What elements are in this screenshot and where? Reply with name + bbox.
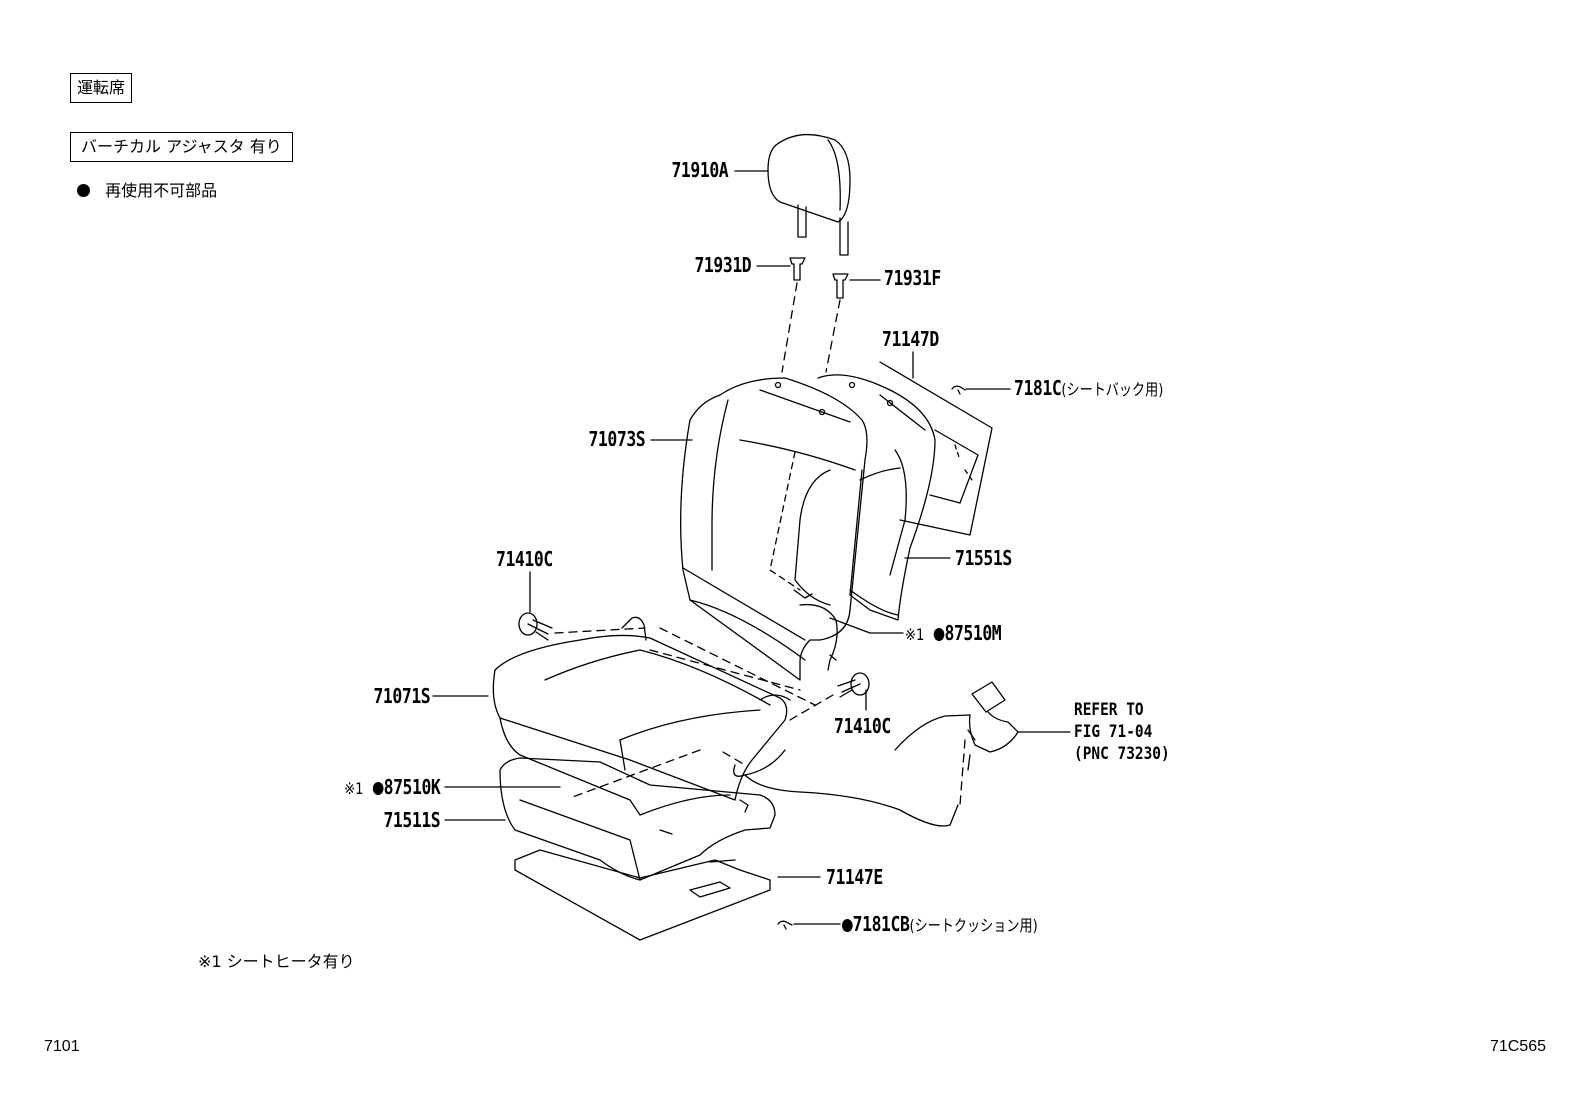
part-71073S-label: 71073S [588, 427, 645, 451]
seatback-cover-drawing [680, 377, 868, 681]
part-7181C-label: 7181C [1014, 376, 1062, 400]
part-87510K-label: 87510K [383, 775, 440, 799]
footer-right-code: 71C565 [1490, 1038, 1546, 1056]
part-71071S-label: 71071S [373, 684, 430, 708]
seatback-heater-drawing [769, 361, 993, 591]
part-71147D[interactable]: 71147D [882, 327, 939, 351]
footnote-text: ※1 シートヒータ有り [198, 952, 355, 971]
part-71931D-label: 71931D [694, 253, 751, 277]
condition-text: バーチカル アジャスタ 有り [81, 137, 282, 156]
non-reusable-dot-icon [842, 919, 853, 932]
seatback-pad-drawing [794, 374, 936, 621]
part-71073S[interactable]: 71073S [588, 427, 645, 451]
hog-ring-7181C-icon [951, 385, 966, 395]
cushion-cover-drawing [492, 616, 791, 816]
part-7181CB[interactable]: 7181CB(シートクッション用) [842, 912, 1038, 936]
bolt-71410C-left-drawing [518, 612, 553, 641]
non-reusable-text: 再使用不可部品 [105, 181, 218, 200]
part-7181C-note: (シートバック用) [1061, 380, 1164, 399]
non-reusable-dot-icon [77, 184, 90, 197]
reference-note[interactable]: REFER TO FIG 71-04 (PNC 73230) [1074, 699, 1170, 765]
part-7181C[interactable]: 7181C(シートバック用) [1014, 376, 1163, 400]
seat-belt-buckle-drawing [894, 681, 1019, 771]
part-71931D[interactable]: 71931D [694, 253, 751, 277]
part-71511S-label: 71511S [383, 808, 440, 832]
support-71931D-drawing [789, 257, 806, 281]
cushion-pad-drawing [499, 757, 776, 881]
part-71511S[interactable]: 71511S [383, 808, 440, 832]
part-71910A[interactable]: 71910A [671, 158, 728, 182]
part-71410C-right[interactable]: 71410C [834, 714, 891, 738]
reference-line1: REFER TO [1074, 700, 1144, 720]
footer-right-code-text: 71C565 [1489, 1038, 1546, 1055]
heater-harness-87510K-drawing [733, 749, 959, 827]
part-87510M[interactable]: ※1 87510M [905, 621, 1002, 645]
part-71931F-label: 71931F [884, 266, 941, 290]
part-7181CB-label: 7181CB [852, 912, 910, 936]
part-71071S[interactable]: 71071S [373, 684, 430, 708]
footnote: ※1 シートヒータ有り [198, 948, 355, 972]
part-87510K-mark: ※1 [343, 779, 364, 798]
headrest-drawing [767, 133, 851, 256]
part-71551S[interactable]: 71551S [955, 546, 1012, 570]
part-71410C-top-label: 71410C [496, 547, 553, 571]
part-71551S-label: 71551S [955, 546, 1012, 570]
bolt-71410C-right-drawing [837, 672, 870, 698]
non-reusable-dot-icon [372, 782, 384, 795]
part-71147E-label: 71147E [826, 865, 883, 889]
reference-line3: (PNC 73230) [1074, 744, 1170, 764]
seat-position-label: 運転席 [70, 73, 133, 103]
part-87510K[interactable]: ※1 87510K [343, 775, 441, 799]
part-87510M-mark: ※1 [905, 625, 925, 644]
part-71910A-label: 71910A [671, 158, 728, 182]
cushion-heater-drawing [514, 849, 771, 941]
support-71931F-drawing [832, 273, 849, 299]
footer-left-code-text: 7101 [44, 1038, 80, 1055]
seat-position-text: 運転席 [77, 78, 126, 97]
footer-left-code: 7101 [44, 1038, 80, 1056]
leader-lines [432, 170, 1071, 925]
non-reusable-legend: 再使用不可部品 [77, 177, 217, 201]
part-71410C-top[interactable]: 71410C [496, 547, 553, 571]
condition-label: バーチカル アジャスタ 有り [70, 132, 293, 162]
part-71410C-right-label: 71410C [834, 714, 891, 738]
hog-ring-7181CB-icon [777, 920, 793, 930]
part-7181CB-note: (シートクッション用) [909, 916, 1038, 935]
non-reusable-dot-icon [933, 628, 945, 641]
part-87510M-label: 87510M [944, 621, 1002, 645]
reference-line2: FIG 71-04 [1074, 722, 1153, 742]
part-71147D-label: 71147D [882, 327, 939, 351]
part-71931F[interactable]: 71931F [884, 266, 941, 290]
part-71147E[interactable]: 71147E [826, 865, 883, 889]
